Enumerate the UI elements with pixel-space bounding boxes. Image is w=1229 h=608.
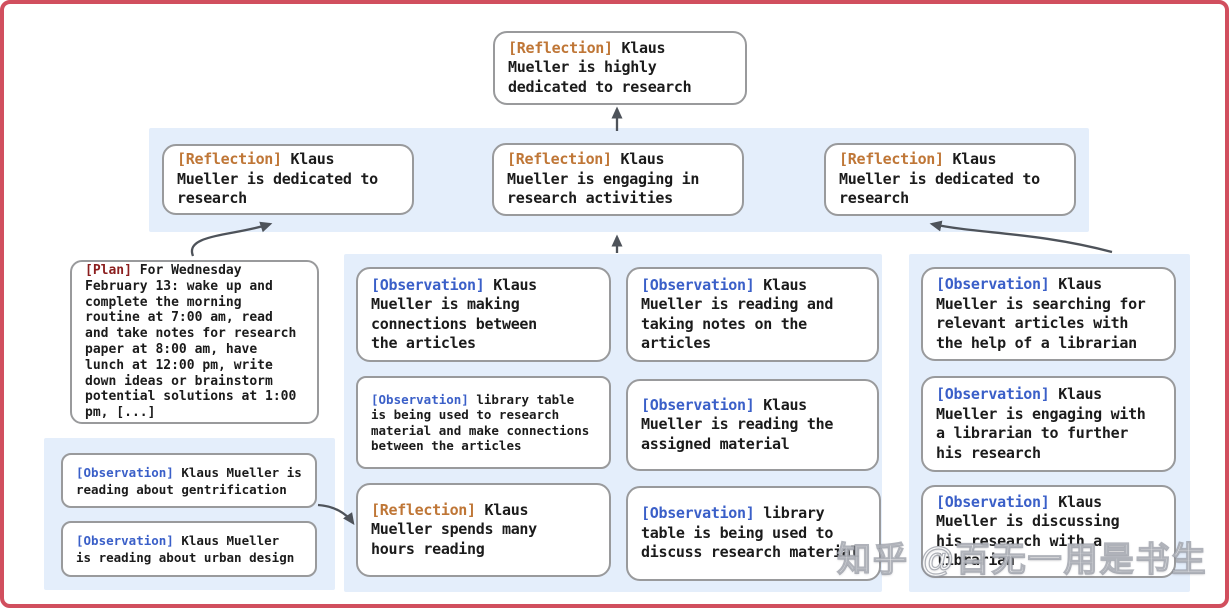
node-text: [Reflection] Klaus Mueller is highly ded… [508,38,692,96]
node-text: [Observation] Klaus Mueller is searching… [936,275,1146,352]
observation-tag: [Observation] [371,275,485,294]
observation-tag: [Observation] [641,395,755,414]
node-text: [Observation] Klaus Mueller is making co… [371,275,537,353]
observation-tag: [Observation] [936,492,1050,511]
node-observation-discussing-research: [Observation] Klaus Mueller is discussin… [921,485,1176,578]
node-text: [Reflection] Klaus Mueller is dedicated … [177,150,378,208]
node-observation-searching-articles: [Observation] Klaus Mueller is searching… [921,267,1176,361]
node-observation-library-table-research: [Observation] library table is being use… [356,376,611,469]
node-text: [Reflection] Klaus Mueller is dedicated … [839,150,1040,208]
node-text: [Observation] Klaus Mueller is engaging … [936,385,1146,462]
node-reflection-row2-mid: [Reflection] Klaus Mueller is engaging i… [492,143,744,216]
node-text: [Observation] library table is being use… [641,504,860,562]
node-observation-engaging-librarian: [Observation] Klaus Mueller is engaging … [921,376,1176,472]
node-text: [Observation] Klaus Mueller is reading a… [76,533,295,565]
reflection-tag: [Reflection] [508,38,613,57]
reflection-tag: [Reflection] [177,150,282,169]
reflection-tag: [Reflection] [371,500,476,519]
node-observation-assigned-material: [Observation] Klaus Mueller is reading t… [626,379,879,471]
node-text: [Observation] Klaus Mueller is discussin… [936,492,1120,570]
node-observation-urban-design: [Observation] Klaus Mueller is reading a… [61,521,317,577]
node-plan: [Plan] For Wednesday February 13: wake u… [70,260,319,424]
node-observation-gentrification: [Observation] Klaus Mueller is reading a… [61,453,317,508]
node-observation-taking-notes: [Observation] Klaus Mueller is reading a… [626,267,879,362]
observation-tag: [Observation] [76,533,174,548]
observation-tag: [Observation] [76,464,174,480]
node-text: [Reflection] Klaus Mueller spends many h… [371,500,537,558]
reflection-tag: [Reflection] [507,150,612,169]
plan-tag: [Plan] [85,263,132,279]
node-text: [Plan] For Wednesday February 13: wake u… [85,263,297,421]
reflection-tag: [Reflection] [839,150,944,169]
node-text: [Observation] Klaus Mueller is reading a… [641,275,834,353]
node-reflection-row2-left: [Reflection] Klaus Mueller is dedicated … [162,144,414,215]
node-reflection-top: [Reflection] Klaus Mueller is highly ded… [493,31,747,105]
observation-tag: [Observation] [936,385,1050,403]
node-text: [Observation] Klaus Mueller is reading t… [641,395,834,453]
observation-tag: [Observation] [641,275,755,294]
node-reflection-row2-right: [Reflection] Klaus Mueller is dedicated … [824,143,1076,216]
node-text: [Observation] Klaus Mueller is reading a… [76,464,302,497]
node-reflection-hours-reading: [Reflection] Klaus Mueller spends many h… [356,483,611,577]
observation-tag: [Observation] [641,504,755,523]
node-text: [Observation] library table is being use… [371,391,590,454]
node-observation-library-table-discuss: [Observation] library table is being use… [626,486,881,581]
observation-tag: [Observation] [936,275,1050,293]
watermark: 知乎 @百无一用是书生 [836,540,1208,579]
node-text: [Reflection] Klaus Mueller is engaging i… [507,150,700,208]
observation-tag: [Observation] [371,391,469,407]
node-observation-making-connections: [Observation] Klaus Mueller is making co… [356,267,611,362]
